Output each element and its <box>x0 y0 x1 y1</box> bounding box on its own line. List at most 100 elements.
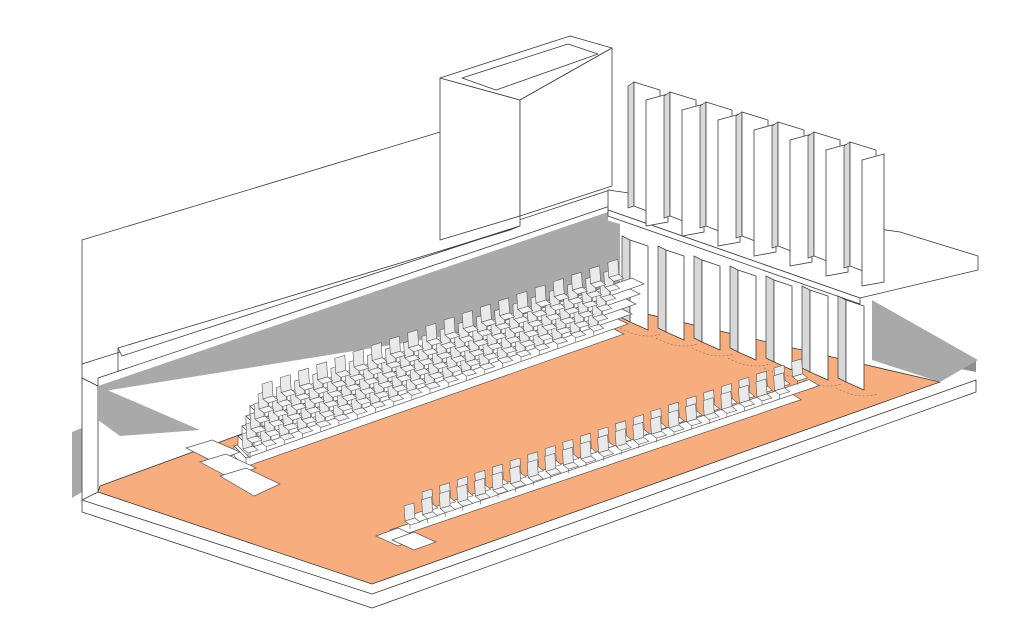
seat-cushion <box>335 370 352 378</box>
seat-cushion <box>597 449 615 458</box>
seat-cushion <box>596 304 613 312</box>
left-wall-shadow-band <box>98 386 200 436</box>
seat-cushion <box>535 299 552 308</box>
seat-cushion <box>474 492 492 501</box>
panel-lower-front <box>737 269 757 361</box>
tower-front <box>439 77 521 241</box>
tower-top-opening <box>461 43 599 91</box>
right-wall-shadow <box>872 300 978 382</box>
seat-cushion <box>442 375 459 383</box>
seat-cushion <box>478 362 496 371</box>
panel-upper-rear <box>717 113 741 247</box>
seat-cushion <box>545 468 562 476</box>
seat-cushion <box>555 326 573 335</box>
seat-cushion <box>246 435 263 444</box>
seat-cushion <box>254 415 271 424</box>
panel-lower-side <box>729 265 739 353</box>
panel-lower-front <box>845 299 865 391</box>
panel-lower-side <box>657 245 667 333</box>
seat-cushion <box>385 360 403 369</box>
seat-cushion <box>395 374 413 383</box>
seat-cushion <box>444 331 461 340</box>
seat-cushion <box>424 381 441 390</box>
seat-cushion <box>381 370 399 379</box>
panel-lower-front <box>701 259 721 351</box>
seat-cushion <box>472 338 490 347</box>
seat-cushion <box>319 410 336 418</box>
seat-cushion <box>391 384 409 393</box>
panel-lower-front <box>773 279 793 371</box>
seat-cushion <box>615 443 632 451</box>
seat-cushion <box>457 499 474 507</box>
panel-upper-side <box>807 131 815 259</box>
seat-cushion <box>571 286 589 295</box>
seat-cushion <box>486 342 504 351</box>
seat-cushion <box>527 474 544 482</box>
seat-cushion <box>439 505 456 513</box>
seat-cushion <box>312 386 330 395</box>
seat-cushion <box>573 320 591 329</box>
seat-cushion <box>519 339 536 348</box>
seat-cushion <box>440 341 457 350</box>
seat-cushion <box>464 358 482 367</box>
seat-cushion <box>316 376 334 385</box>
seat-cushion <box>563 306 581 315</box>
seat-cushion <box>527 319 544 328</box>
seat-cushion <box>553 293 570 301</box>
seat-cushion <box>505 336 522 344</box>
seat-cushion <box>492 486 509 495</box>
front-seating <box>375 358 821 551</box>
seat-cushion <box>331 380 348 388</box>
seat-cushion <box>454 345 471 353</box>
seat-cushion <box>403 354 421 363</box>
upper-back-wall-inner <box>117 225 521 357</box>
panel-upper-side <box>627 81 635 209</box>
seat-cushion <box>399 364 417 373</box>
seat-cushion <box>276 399 293 407</box>
seat-cushion <box>562 461 580 470</box>
seat-cushion <box>363 377 380 385</box>
seat-cushion <box>268 419 285 427</box>
seat-cushion <box>428 371 445 380</box>
seat-cushion <box>421 511 439 520</box>
door-swing-arc <box>619 327 663 337</box>
seat-cushion <box>432 361 449 370</box>
seat-cushion <box>533 343 550 351</box>
floor-slab-edge <box>81 379 977 609</box>
panel-upper-side <box>663 91 671 219</box>
panel-lower-side <box>801 285 811 373</box>
seat-cushion <box>773 387 791 396</box>
seat-cushion <box>577 310 595 319</box>
front-step <box>391 531 437 551</box>
seat-cushion <box>298 382 316 391</box>
seat-cushion <box>258 405 275 414</box>
seat-cushion <box>633 437 650 445</box>
seat-cushion <box>290 402 308 411</box>
right-ceiling-slab-front <box>607 209 861 305</box>
rear-tiered-seating <box>185 259 645 497</box>
panel-upper-side <box>699 101 707 229</box>
seat-cushion <box>462 325 479 333</box>
seat-cushion <box>406 388 423 396</box>
seat-cushion <box>407 344 425 353</box>
seat-cushion <box>250 425 267 434</box>
seat-cushion <box>460 368 478 377</box>
seat-cushion <box>264 429 281 437</box>
seat-cushion <box>581 300 599 309</box>
seat-cushion <box>345 383 362 392</box>
seat-cushion <box>468 348 486 357</box>
seat-cushion <box>685 418 703 427</box>
seat-cushion <box>280 389 297 397</box>
seat-cushion <box>490 332 508 341</box>
seat-cushion <box>337 403 354 412</box>
seat-cushion <box>494 322 512 331</box>
seat-cushion <box>551 336 569 345</box>
seat-cushion <box>300 416 318 425</box>
seat-cushion <box>545 313 562 321</box>
panel-upper-side <box>843 141 851 269</box>
panel-upper-rear <box>861 153 885 287</box>
seat-cushion <box>377 380 395 389</box>
seat-cushion <box>650 430 668 439</box>
seat-cushion <box>515 349 532 358</box>
seat-cushion <box>600 294 617 302</box>
